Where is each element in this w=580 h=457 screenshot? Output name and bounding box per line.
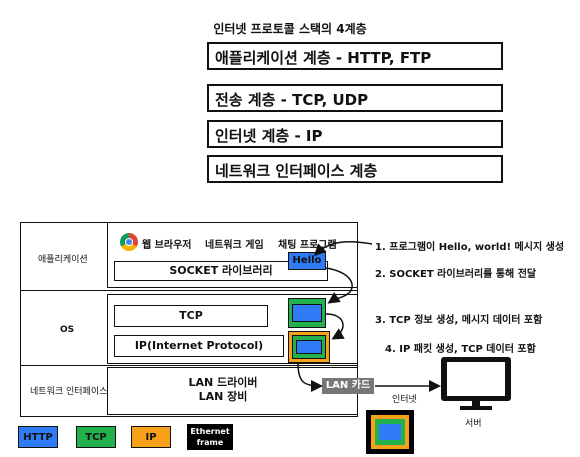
- monitor-base: [460, 406, 492, 410]
- nic-side-label: 네트워크 인터페이스: [30, 387, 108, 397]
- http-payload: [296, 340, 322, 354]
- arrow-step-3: [325, 313, 345, 340]
- legend-ip: IP: [131, 426, 171, 448]
- http-payload: [292, 304, 322, 322]
- step-2: 2. SOCKET 라이브러리를 통해 전달: [375, 269, 537, 280]
- layer-transport: 전송 계층 - TCP, UDP: [207, 84, 503, 112]
- layer-network-interface: 네트워크 인터페이스 계층: [207, 155, 503, 183]
- legend-tcp: TCP: [76, 426, 116, 448]
- ip-packet: [288, 331, 330, 363]
- tcp-segment: [288, 298, 326, 328]
- lan-driver-label: LAN 드라이버: [188, 376, 258, 389]
- step-4: 4. IP 패킷 생성, TCP 데이터 포함: [385, 344, 536, 355]
- legend-ethernet: Ethernet frame: [187, 424, 233, 450]
- app-chat: 채팅 프로그램: [278, 240, 337, 251]
- os-side-label: OS: [60, 325, 75, 335]
- app-game: 네트워크 게임: [205, 240, 264, 251]
- step-1: 1. 프로그램이 Hello, world! 메시지 생성: [375, 242, 565, 253]
- ip-packet-sample: [371, 415, 409, 449]
- tcp-segment-sample: [375, 419, 405, 445]
- arrow-to-lan-card: [297, 362, 323, 392]
- divider: [20, 365, 358, 366]
- ip-box: IP(Internet Protocol): [114, 335, 284, 357]
- layer-application: 애플리케이션 계층 - HTTP, FTP: [207, 42, 503, 70]
- diagram-title: 인터넷 프로토콜 스택의 4계층: [213, 22, 367, 36]
- tcp-segment-inner: [292, 335, 326, 359]
- tcp-box: TCP: [114, 305, 268, 327]
- layer-internet: 인터넷 계층 - IP: [207, 120, 503, 148]
- lan-device-label: LAN 장비: [198, 390, 248, 403]
- app-browser: 웹 브라우저: [142, 240, 192, 251]
- legend-http: HTTP: [18, 426, 58, 448]
- arrow-step-1: [313, 240, 373, 257]
- server-label: 서버: [465, 419, 482, 429]
- hello-message: Hello: [288, 252, 326, 270]
- arrow-step-2: [325, 267, 353, 304]
- monitor-stand: [472, 401, 480, 407]
- ethernet-frame-sample: [366, 410, 414, 454]
- step-3: 3. TCP 정보 생성, 메시지 데이터 포함: [375, 315, 543, 326]
- app-side-label: 애플리케이션: [38, 255, 88, 265]
- monitor-icon: [441, 357, 511, 401]
- chrome-icon: [120, 233, 138, 251]
- monitor-screen: [447, 362, 505, 396]
- socket-library-box: SOCKET 라이브러리: [114, 261, 328, 281]
- http-payload-sample: [379, 424, 401, 440]
- divider: [20, 290, 358, 291]
- lan-card: LAN 카드: [322, 378, 374, 394]
- internet-label: 인터넷: [392, 395, 417, 405]
